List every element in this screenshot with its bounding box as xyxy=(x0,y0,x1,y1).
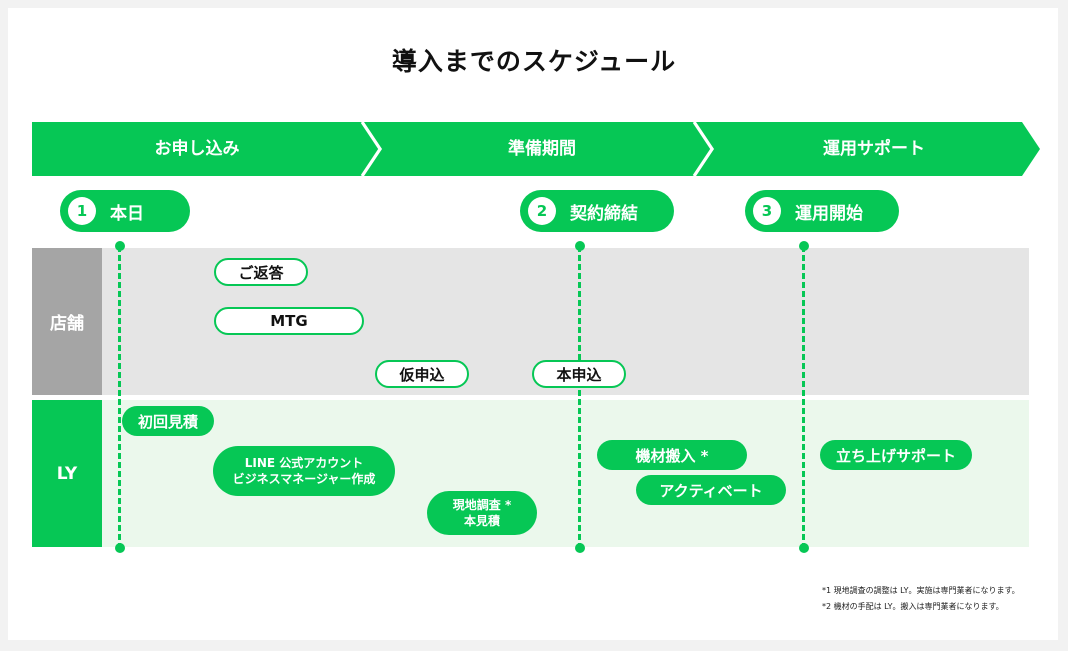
task-site-survey-line2: 本見積 xyxy=(463,514,500,528)
task-account-creation: LINE 公式アカウント ビジネスマネージャー作成 xyxy=(213,446,395,496)
phase-label-support: 運用サポート xyxy=(823,139,925,159)
milestone-line-3 xyxy=(802,246,805,549)
milestone-number-3: 3 xyxy=(753,197,781,225)
task-site-survey-line1: 現地調査 * xyxy=(452,498,512,512)
footnote-2: *2 機材の手配は LY。搬入は専門業者になります。 xyxy=(822,602,1004,611)
milestone-today: 1 本日 xyxy=(60,190,190,232)
page-title: 導入までのスケジュール xyxy=(391,47,677,76)
milestone-label-2: 契約締結 xyxy=(570,203,638,224)
milestone-number-2: 2 xyxy=(528,197,556,225)
milestone-label-3: 運用開始 xyxy=(795,203,863,224)
milestone-dot-bottom-2 xyxy=(575,543,585,553)
milestone-dot-bottom-1 xyxy=(115,543,125,553)
milestone-line-2 xyxy=(578,246,581,549)
task-account-creation-line1: LINE 公式アカウント xyxy=(244,456,364,470)
task-account-creation-line2: ビジネスマネージャー作成 xyxy=(232,472,376,486)
task-formal-application: 本申込 xyxy=(532,360,626,388)
task-activation: アクティベート xyxy=(636,475,786,505)
phase-arrow-preparation xyxy=(364,122,712,176)
phase-divider-2 xyxy=(692,121,714,177)
milestone-dot-top-3 xyxy=(799,241,809,251)
milestone-dot-bottom-3 xyxy=(799,543,809,553)
phase-label-preparation: 準備期間 xyxy=(508,139,576,159)
phase-label-application: お申し込み xyxy=(154,139,240,159)
task-initial-estimate: 初回見積 xyxy=(122,406,214,436)
milestone-number-1: 1 xyxy=(68,197,96,225)
milestone-dot-top-2 xyxy=(575,241,585,251)
phase-arrows xyxy=(32,121,1040,177)
task-site-survey: 現地調査 * 本見積 xyxy=(427,491,537,535)
footnotes: *1 現地調査の調整は LY。実施は専門業者になります。 *2 機材の手配は L… xyxy=(822,583,1020,615)
milestone-label-1: 本日 xyxy=(110,203,144,224)
milestone-contract: 2 契約締結 xyxy=(520,190,674,232)
milestone-operation: 3 運用開始 xyxy=(745,190,899,232)
task-mtg: MTG xyxy=(214,307,364,335)
ly-lane-header: LY xyxy=(32,400,102,547)
task-reply: ご返答 xyxy=(214,258,308,286)
milestone-line-1 xyxy=(118,246,121,549)
milestone-dot-top-1 xyxy=(115,241,125,251)
task-equipment-delivery: 機材搬入 * xyxy=(597,440,747,470)
footnote-1: *1 現地調査の調整は LY。実施は専門業者になります。 xyxy=(822,586,1020,595)
phase-divider-1 xyxy=(360,121,382,177)
phase-arrow-support xyxy=(696,122,1040,176)
task-provisional-application: 仮申込 xyxy=(375,360,469,388)
store-lane-header: 店舗 xyxy=(32,248,102,395)
task-launch-support: 立ち上げサポート xyxy=(820,440,972,470)
phase-arrow-application xyxy=(32,122,380,176)
